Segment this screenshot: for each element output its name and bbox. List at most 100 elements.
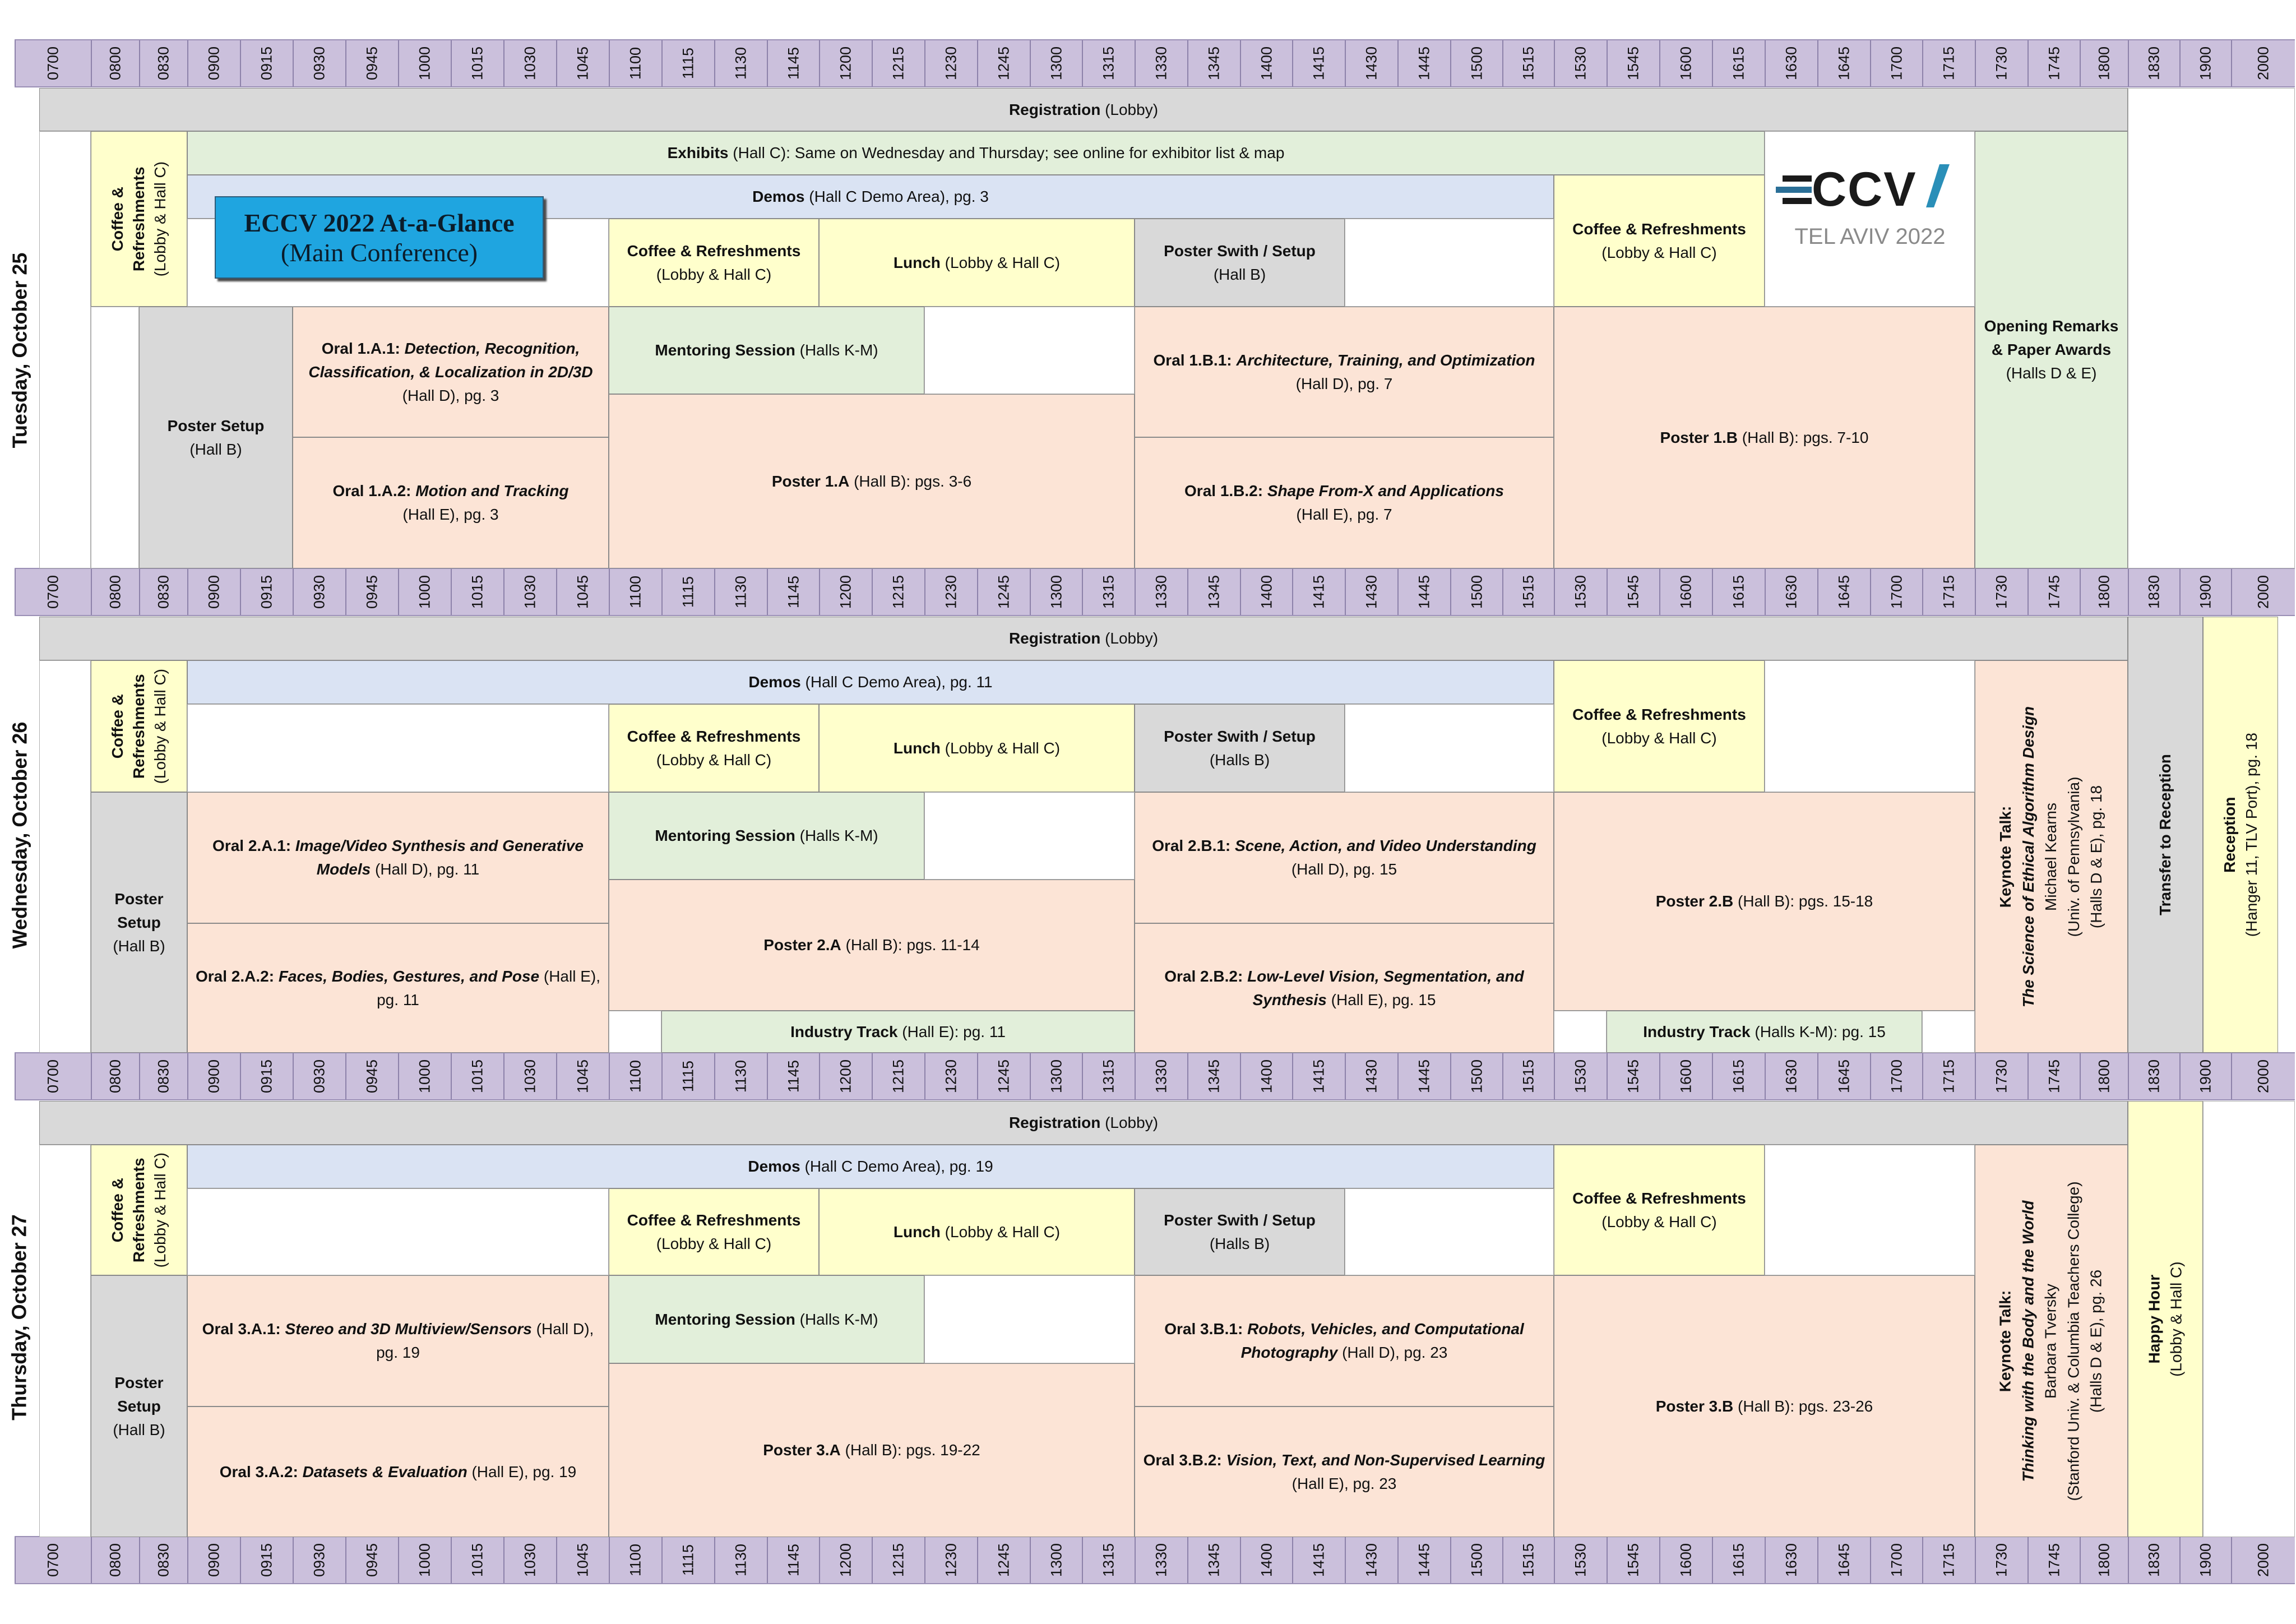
poster-3-b-block: Poster 3.B (Hall B): pgs. 23-26 [1554, 1275, 1975, 1537]
empty-slot [39, 660, 91, 1053]
time-label: 1800 [2080, 1053, 2128, 1099]
time-label: 1000 [398, 569, 451, 615]
demos-block: Demos (Hall C Demo Area), pg. 11 [187, 660, 1554, 704]
time-label: 1215 [872, 569, 924, 615]
time-label: 1700 [1870, 40, 1922, 86]
empty-slot [609, 1011, 661, 1053]
time-label: 1130 [714, 40, 767, 86]
time-label: 1200 [819, 569, 872, 615]
time-label: 1045 [556, 1053, 609, 1099]
time-label: 1530 [1554, 1053, 1607, 1099]
time-label: 1600 [1659, 569, 1712, 615]
time-label: 0915 [240, 40, 293, 86]
oral-2-b-1-block: Oral 2.B.1: Scene, Action, and Video Und… [1135, 792, 1554, 923]
time-label: 1415 [1292, 1053, 1345, 1099]
time-label: 0800 [91, 569, 139, 615]
oral-2-b-2-block: Oral 2.B.2: Low-Level Vision, Segmentati… [1135, 923, 1554, 1053]
time-label: 0930 [293, 569, 345, 615]
time-label: 1530 [1554, 569, 1607, 615]
time-label: 0700 [15, 40, 91, 86]
eccv-logo: CCV TEL AVIV 2022 [1771, 154, 1962, 266]
time-label: 1445 [1397, 1053, 1450, 1099]
time-label: 1545 [1607, 1537, 1659, 1583]
time-label: 1030 [503, 1537, 556, 1583]
time-label: 0830 [139, 1053, 187, 1099]
time-label: 1900 [2179, 569, 2231, 615]
oral-2-a-1-block: Oral 2.A.1: Image/Video Synthesis and Ge… [187, 792, 609, 923]
time-label: 1400 [1240, 569, 1292, 615]
time-label: 1615 [1712, 40, 1765, 86]
time-label: 1800 [2080, 1537, 2128, 1583]
time-label: 1400 [1240, 1537, 1292, 1583]
time-label: 1000 [398, 1053, 451, 1099]
empty-slot [39, 1145, 91, 1537]
time-label: 1130 [714, 1537, 767, 1583]
time-label: 0945 [345, 569, 398, 615]
time-label: 1745 [2027, 1053, 2080, 1099]
coffee-midday-block: Coffee & Refreshments(Lobby & Hall C) [609, 704, 819, 792]
poster-1-b-block: Poster 1.B (Hall B): pgs. 7-10 [1554, 307, 1975, 568]
time-label: 1515 [1502, 569, 1554, 615]
mentoring-session-block: Mentoring Session (Halls K-M) [609, 1275, 924, 1363]
coffee-midday-block: Coffee & Refreshments(Lobby & Hall C) [609, 1188, 819, 1275]
time-label: 1330 [1135, 1053, 1187, 1099]
time-label: 1130 [714, 1053, 767, 1099]
time-label: 1715 [1922, 569, 1975, 615]
time-label: 1015 [451, 569, 503, 615]
empty-slot [1922, 1011, 1975, 1053]
time-label: 1245 [977, 569, 1030, 615]
coffee-midday-block: Coffee & Refreshments(Lobby & Hall C) [609, 219, 819, 307]
time-label: 1015 [451, 1053, 503, 1099]
time-label: 0945 [345, 1053, 398, 1099]
time-label: 0830 [139, 40, 187, 86]
time-label: 0700 [15, 1053, 91, 1099]
time-label: 1745 [2027, 40, 2080, 86]
registration-block: Registration (Lobby) [39, 1101, 2128, 1145]
registration-block: Registration (Lobby) [39, 88, 2128, 131]
time-label: 2000 [2231, 1537, 2295, 1583]
time-label: 1415 [1292, 569, 1345, 615]
time-label: 1315 [1082, 1053, 1135, 1099]
time-label: 1045 [556, 1537, 609, 1583]
poster-2-b-block: Poster 2.B (Hall B): pgs. 15-18 [1554, 792, 1975, 1011]
time-label: 0800 [91, 1053, 139, 1099]
time-label: 1645 [1817, 1537, 1870, 1583]
time-label: 0700 [15, 1537, 91, 1583]
oral-3-b-1-block: Oral 3.B.1: Robots, Vehicles, and Comput… [1135, 1275, 1554, 1406]
time-label: 1330 [1135, 569, 1187, 615]
time-label: 1445 [1397, 40, 1450, 86]
time-label: 1145 [767, 40, 819, 86]
empty-slot [1345, 1188, 1554, 1275]
time-label: 1545 [1607, 1053, 1659, 1099]
time-label: 1230 [924, 40, 977, 86]
time-label: 1830 [2128, 1537, 2179, 1583]
time-label: 0945 [345, 40, 398, 86]
time-label: 1745 [2027, 1537, 2080, 1583]
time-label: 1500 [1450, 569, 1502, 615]
time-label: 1645 [1817, 1053, 1870, 1099]
time-label: 1315 [1082, 569, 1135, 615]
day-label: Thursday, October 27 [8, 1214, 31, 1421]
title-box: ECCV 2022 At-a-Glance (Main Conference) [215, 196, 544, 279]
time-label: 1830 [2128, 1053, 2179, 1099]
poster-swith-block: Poster Swith / Setup(Halls B) [1135, 1188, 1345, 1275]
time-label: 1500 [1450, 40, 1502, 86]
time-label: 1215 [872, 40, 924, 86]
time-label: 1100 [609, 40, 661, 86]
registration-block: Registration (Lobby) [39, 617, 2128, 660]
time-label: 1515 [1502, 40, 1554, 86]
time-label: 1900 [2179, 1053, 2231, 1099]
empty-slot [1345, 704, 1554, 792]
time-label: 1030 [503, 1053, 556, 1099]
time-label: 1500 [1450, 1537, 1502, 1583]
time-label: 1730 [1975, 40, 2027, 86]
empty-slot [2203, 1101, 2295, 1537]
time-label: 1200 [819, 1053, 872, 1099]
time-label: 1430 [1345, 569, 1397, 615]
poster-3-a-block: Poster 3.A (Hall B): pgs. 19-22 [609, 1363, 1135, 1537]
time-label: 1215 [872, 1053, 924, 1099]
time-label: 1800 [2080, 569, 2128, 615]
time-label: 1730 [1975, 569, 2027, 615]
time-label: 1145 [767, 569, 819, 615]
